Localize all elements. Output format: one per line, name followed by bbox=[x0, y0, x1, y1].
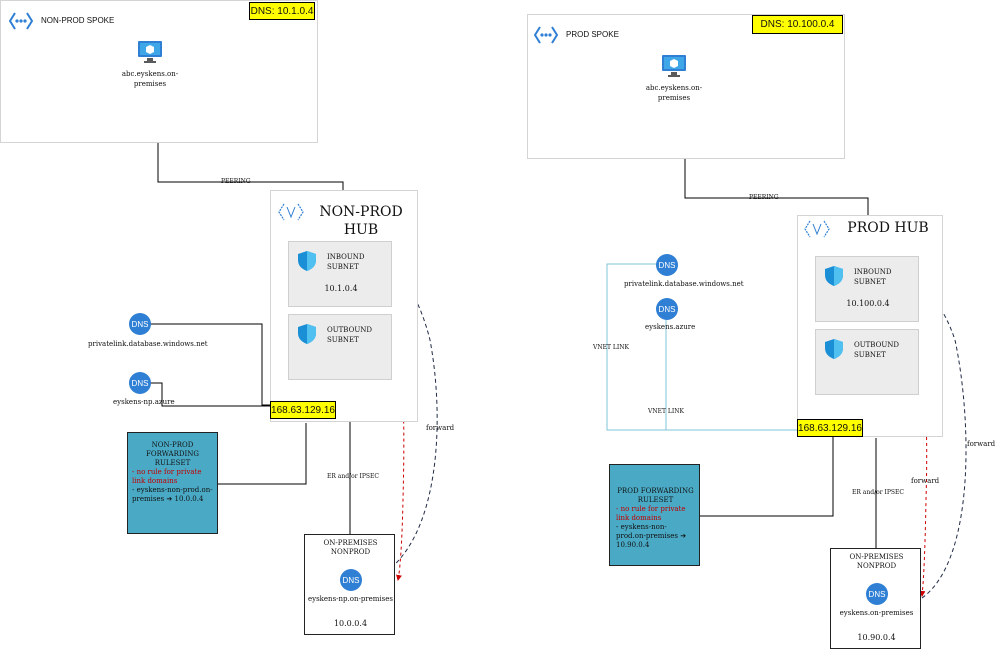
vnet-icon bbox=[9, 12, 33, 30]
on-premises-box: ON-PREMISES NONPROD DNS eyskens-np.on-pr… bbox=[304, 534, 395, 635]
vnet-icon bbox=[534, 26, 558, 44]
inbound-ip: 10.1.0.4 bbox=[324, 284, 358, 293]
dns-zone-icon: DNS bbox=[129, 313, 151, 335]
peering-label: PEERING bbox=[221, 178, 251, 185]
left-peering-line bbox=[157, 143, 344, 190]
shield-icon bbox=[298, 324, 316, 344]
ruleset-title: NON-PROD FORWARDING RULESET bbox=[146, 441, 199, 467]
onprem-dns-label: eyskens-np.on-premises bbox=[307, 595, 393, 603]
onprem-title: ON-PREMISES NONPROD bbox=[849, 553, 904, 570]
outbound-label: OUTBOUND SUBNET bbox=[854, 341, 899, 359]
dns-server-icon: DNS bbox=[866, 583, 888, 605]
inbound-label: INBOUND SUBNET bbox=[854, 268, 892, 286]
virtual-machine-icon bbox=[662, 55, 686, 77]
outbound-subnet: OUTBOUND SUBNET bbox=[815, 329, 919, 395]
left-ruleset-line bbox=[218, 423, 307, 485]
left-zone2-line bbox=[150, 382, 272, 407]
left-red-forward bbox=[392, 343, 405, 581]
zone-label: privatelink.database.windows.net bbox=[88, 340, 208, 348]
er-label: ER and/or IPSEC bbox=[852, 489, 904, 496]
forwarding-ruleset: NON-PROD FORWARDING RULESET - no rule fo… bbox=[127, 432, 218, 534]
non-prod-hub-vnet: NON-PROD HUB INBOUND SUBNET 10.1.0.4 OUT… bbox=[270, 190, 418, 422]
hub-icon bbox=[278, 203, 304, 221]
outbound-subnet: OUTBOUND SUBNET bbox=[288, 314, 392, 380]
onprem-dns-label: eyskens.on-premises bbox=[839, 609, 914, 617]
virtual-machine-icon bbox=[138, 41, 162, 63]
dns-zone-icon: DNS bbox=[129, 372, 151, 394]
onprem-ip: 10.90.0.4 bbox=[857, 633, 896, 642]
left-zone1-line bbox=[150, 323, 272, 406]
outbound-label: OUTBOUND SUBNET bbox=[327, 326, 372, 344]
prod-hub-vnet: PROD HUB INBOUND SUBNET 10.100.0.4 OUTBO… bbox=[797, 215, 943, 437]
hub-icon bbox=[804, 220, 830, 238]
er-label: ER and/or IPSEC bbox=[327, 473, 379, 480]
ruleset-title: PROD FORWARDING RULESET bbox=[617, 487, 694, 504]
dns-zone-icon: DNS bbox=[656, 254, 678, 276]
spoke-title: PROD SPOKE bbox=[566, 30, 619, 39]
vnet-link-label: VNET LINK bbox=[648, 408, 684, 415]
vm-label: abc.eyskens.on-premises bbox=[645, 84, 703, 102]
zone-label: eyskens-np.azure bbox=[113, 398, 175, 406]
hub-title: PROD HUB bbox=[847, 220, 929, 236]
spoke-dns-badge: DNS: 10.1.0.4 bbox=[249, 2, 315, 20]
inbound-subnet: INBOUND SUBNET 10.100.0.4 bbox=[815, 256, 919, 322]
vnet-link-label: VNET LINK bbox=[593, 344, 629, 351]
on-premises-box: ON-PREMISES NONPROD DNS eyskens.on-premi… bbox=[830, 548, 921, 649]
dns-zone-icon: DNS bbox=[656, 298, 678, 320]
dns-server-icon: DNS bbox=[340, 569, 362, 591]
endpoint-ip-badge: 168.63.129.16 bbox=[797, 419, 863, 437]
hub-title: NON-PROD HUB bbox=[319, 204, 403, 238]
forward-label: forward bbox=[967, 440, 996, 448]
ruleset-rule-2: - eyskens-non-prod.on-premises ➔ 10.90.0… bbox=[616, 523, 687, 549]
spoke-title: NON-PROD SPOKE bbox=[41, 16, 115, 25]
inbound-label: INBOUND SUBNET bbox=[327, 253, 365, 271]
prod-spoke-vnet: PROD SPOKE abc.eyskens.on-premises bbox=[527, 14, 845, 159]
peering-label: PEERING bbox=[749, 194, 779, 201]
right-vnet-link bbox=[606, 263, 797, 431]
non-prod-spoke-vnet: NON-PROD SPOKE abc.eyskens.on-premises bbox=[0, 0, 318, 143]
right-ruleset-line bbox=[700, 436, 834, 517]
ruleset-rule-1: - no rule for private link domains bbox=[132, 468, 202, 485]
ruleset-rule-1: - no rule for private link domains bbox=[616, 505, 686, 522]
onprem-title: ON-PREMISES NONPROD bbox=[323, 539, 378, 556]
vm-label: abc.eyskens.on-premises bbox=[121, 70, 179, 88]
ruleset-rule-2: - eyskens-non-prod.on-premises ➔ 10.0.0.… bbox=[132, 486, 213, 503]
zone-label: privatelink.database.windows.net bbox=[624, 280, 744, 288]
shield-icon bbox=[825, 339, 843, 359]
right-peering-line bbox=[684, 159, 869, 215]
spoke-dns-badge: DNS: 10.100.0.4 bbox=[752, 15, 843, 34]
inbound-ip: 10.100.0.4 bbox=[846, 299, 890, 308]
shield-icon bbox=[825, 266, 843, 286]
inbound-subnet: INBOUND SUBNET 10.1.0.4 bbox=[288, 241, 392, 307]
onprem-ip: 10.0.0.4 bbox=[333, 619, 368, 628]
forwarding-ruleset: PROD FORWARDING RULESET - no rule for pr… bbox=[609, 464, 700, 566]
shield-icon bbox=[298, 251, 316, 271]
endpoint-ip-badge: 168.63.129.16 bbox=[270, 401, 336, 419]
zone-label: eyskens.azure bbox=[645, 323, 696, 331]
forward-label: forward bbox=[426, 424, 455, 432]
forward-label: forward bbox=[911, 477, 940, 485]
